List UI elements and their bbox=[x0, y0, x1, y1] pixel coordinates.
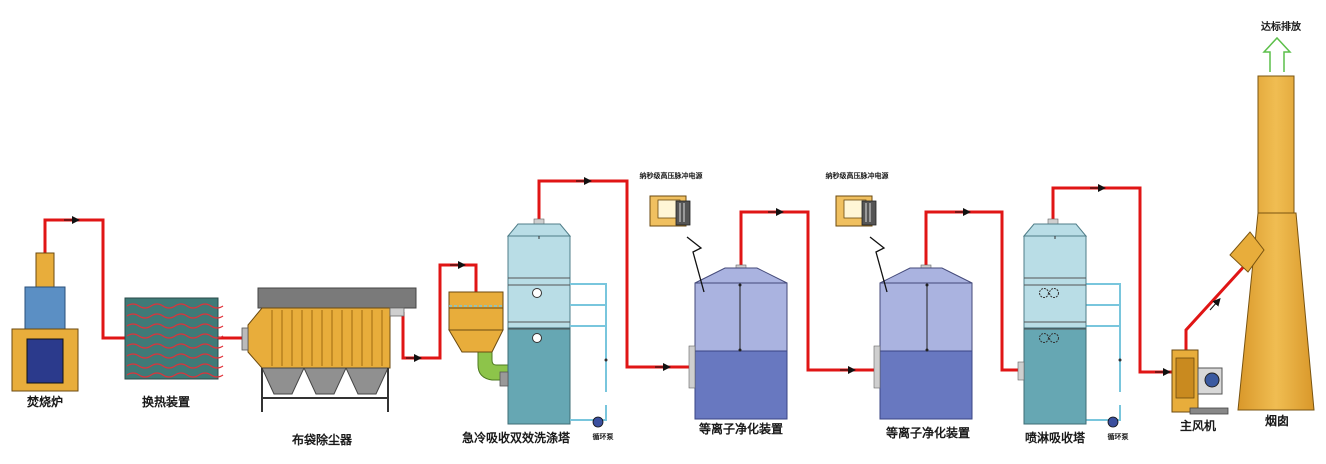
chimney bbox=[1229, 75, 1315, 411]
spray-absorption-tower bbox=[1017, 218, 1088, 425]
label-spray-tower: 喷淋吸收塔 bbox=[1025, 430, 1086, 445]
flow-arrow bbox=[1209, 298, 1221, 311]
label-bag-filter: 布袋除尘器 bbox=[292, 432, 353, 447]
pipe-plasma2-to-spray bbox=[924, 210, 1024, 372]
pipe-plasma1-to-plasma2 bbox=[739, 210, 880, 372]
main-fan bbox=[1171, 349, 1229, 415]
label-incinerator: 焚烧炉 bbox=[26, 394, 63, 409]
flue-gas-pipes bbox=[43, 177, 1250, 376]
label-power-supply-2: 纳秒级高压脉冲电源 bbox=[826, 171, 889, 180]
quench-chamber bbox=[448, 291, 511, 381]
label-emission: 达标排放 bbox=[1261, 20, 1302, 33]
label-pump-1: 循环泵 bbox=[593, 432, 614, 441]
label-main-fan: 主风机 bbox=[1180, 418, 1216, 433]
recirculation-water-lines bbox=[570, 283, 1122, 428]
label-chimney: 烟囱 bbox=[1265, 413, 1289, 428]
incinerator bbox=[11, 252, 79, 392]
quench-wash-tower bbox=[499, 218, 572, 425]
pulse-power-supply-2 bbox=[835, 195, 877, 227]
emission-arrow-icon bbox=[1262, 36, 1292, 72]
pipe-incinerator-to-exchanger bbox=[43, 218, 125, 340]
pulse-power-supply-1 bbox=[649, 195, 691, 227]
pump-icon bbox=[1107, 416, 1119, 428]
pipe-spray-to-fan bbox=[1051, 186, 1172, 374]
heat-exchanger bbox=[124, 297, 224, 380]
label-quench-tower: 急冷吸收双效洗涤塔 bbox=[462, 430, 571, 445]
pipe-bagfilter-to-quench bbox=[401, 263, 478, 360]
pipe-fan-to-chimney bbox=[1184, 260, 1250, 350]
label-heat-exchanger: 换热装置 bbox=[142, 394, 190, 409]
label-pump-2: 循环泵 bbox=[1108, 432, 1129, 441]
bag-filter bbox=[241, 287, 417, 412]
pump-icon bbox=[592, 416, 604, 428]
pipe-quench-to-plasma1 bbox=[537, 179, 695, 369]
label-plasma-unit-2: 等离子净化装置 bbox=[885, 425, 970, 440]
label-power-supply-1: 纳秒级高压脉冲电源 bbox=[640, 171, 703, 180]
plasma-unit-2 bbox=[869, 236, 973, 420]
label-plasma-unit-1: 等离子净化装置 bbox=[698, 421, 783, 436]
plasma-unit-1 bbox=[686, 236, 788, 420]
